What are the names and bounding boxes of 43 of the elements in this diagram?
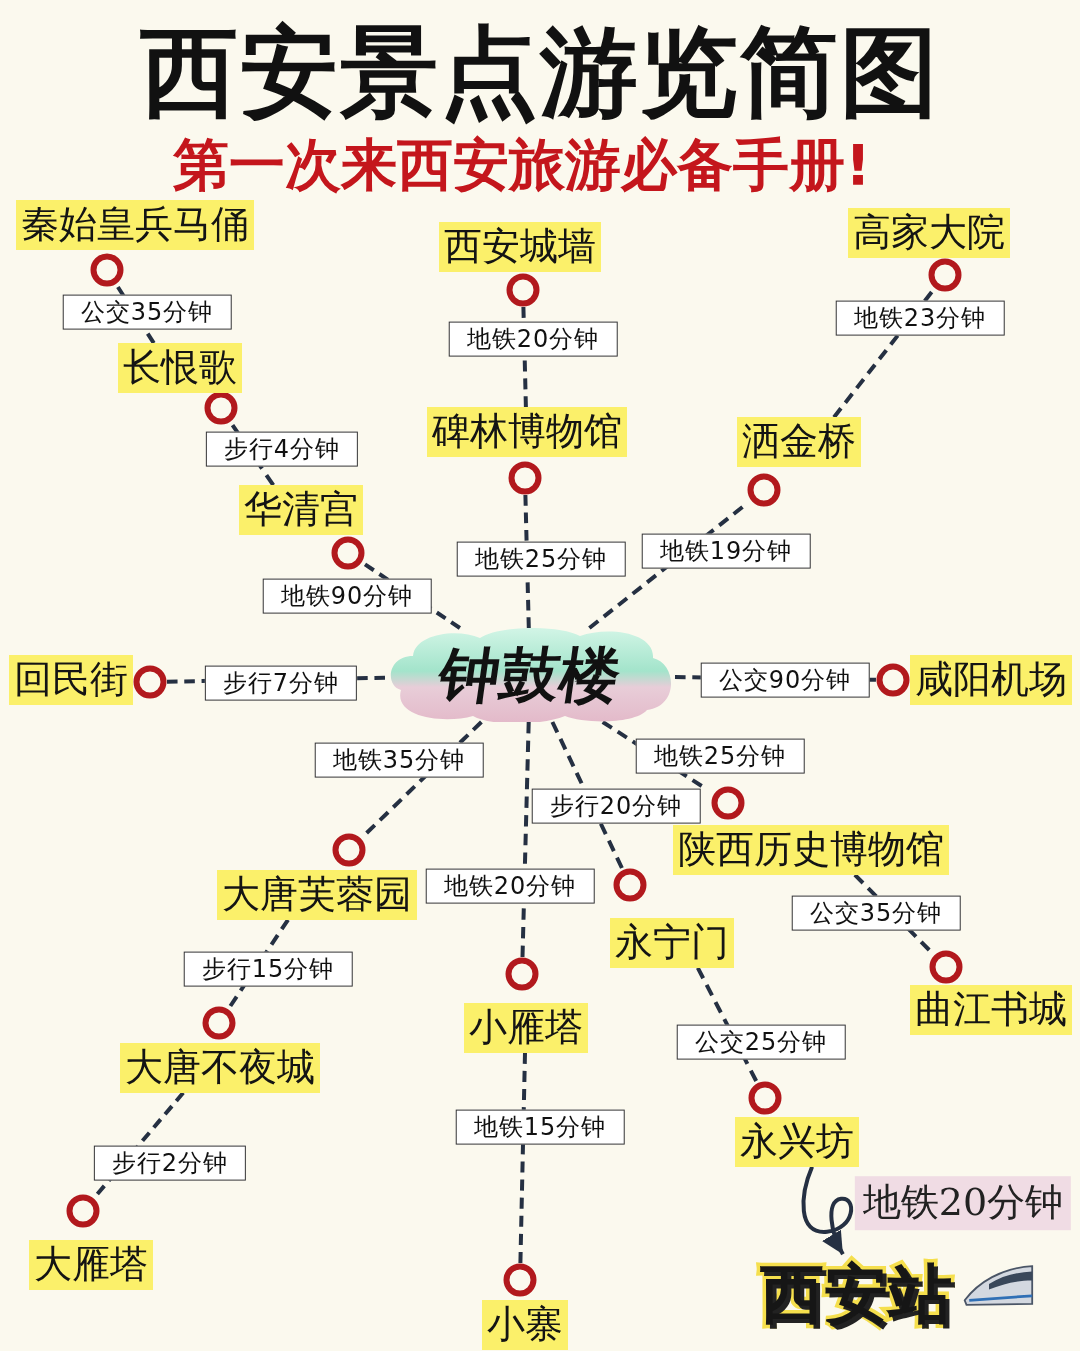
dashed-line bbox=[518, 1052, 527, 1264]
place-label: 小雁塔 bbox=[464, 1003, 588, 1053]
edge-label: 地铁20分钟 bbox=[425, 868, 595, 904]
place-label: 大唐芙蓉园 bbox=[217, 870, 417, 920]
place-label: 大雁塔 bbox=[29, 1240, 153, 1290]
place-label: 陕西历史博物馆 bbox=[673, 825, 949, 875]
place-label: 高家大院 bbox=[848, 208, 1010, 258]
place-label: 曲江书城 bbox=[910, 985, 1072, 1035]
place-label: 永宁门 bbox=[610, 918, 734, 968]
place-label: 大唐不夜城 bbox=[120, 1043, 320, 1093]
edge-label: 步行4分钟 bbox=[205, 431, 359, 467]
place-label: 长恨歌 bbox=[118, 343, 242, 393]
edge-label: 地铁19分钟 bbox=[641, 533, 811, 569]
edge-label: 地铁90分钟 bbox=[262, 578, 432, 614]
edge-label: 步行7分钟 bbox=[204, 665, 358, 701]
edge-label: 公交35分钟 bbox=[62, 294, 232, 330]
edge-label: 公交25分钟 bbox=[676, 1024, 846, 1060]
place-label: 咸阳机场 bbox=[910, 655, 1072, 705]
place-label: 碑林博物馆 bbox=[427, 407, 627, 457]
edge-label: 步行15分钟 bbox=[183, 951, 353, 987]
edge-label: 地铁25分钟 bbox=[456, 541, 626, 577]
edge-label: 地铁20分钟 bbox=[448, 321, 618, 357]
place-label: 秦始皇兵马俑 bbox=[16, 200, 254, 250]
subtitle: 第一次来西安旅游必备手册! bbox=[173, 132, 871, 198]
curved-arrow bbox=[801, 1166, 853, 1256]
place-label: 洒金桥 bbox=[737, 417, 861, 467]
dashed-line bbox=[520, 721, 531, 958]
station-title: 西安站 bbox=[754, 1254, 962, 1340]
edge-label: 步行20分钟 bbox=[531, 788, 701, 824]
edge-label: 地铁35分钟 bbox=[314, 742, 484, 778]
edge-label: 地铁15分钟 bbox=[455, 1109, 625, 1145]
title: 西安景点游览简图 bbox=[140, 15, 940, 129]
edge-label: 公交35分钟 bbox=[791, 895, 961, 931]
edge-label: 步行2分钟 bbox=[93, 1145, 247, 1181]
place-label: 永兴坊 bbox=[735, 1117, 859, 1167]
place-label: 小寨 bbox=[482, 1300, 568, 1350]
place-label: 回民街 bbox=[9, 655, 133, 705]
edge-label: 地铁23分钟 bbox=[835, 300, 1005, 336]
place-label: 华清宫 bbox=[239, 485, 363, 535]
edge-label: 公交90分钟 bbox=[700, 662, 870, 698]
edge-label: 地铁25分钟 bbox=[635, 738, 805, 774]
edge-label: 地铁20分钟 bbox=[854, 1176, 1072, 1230]
place-label: 西安城墙 bbox=[439, 222, 601, 272]
